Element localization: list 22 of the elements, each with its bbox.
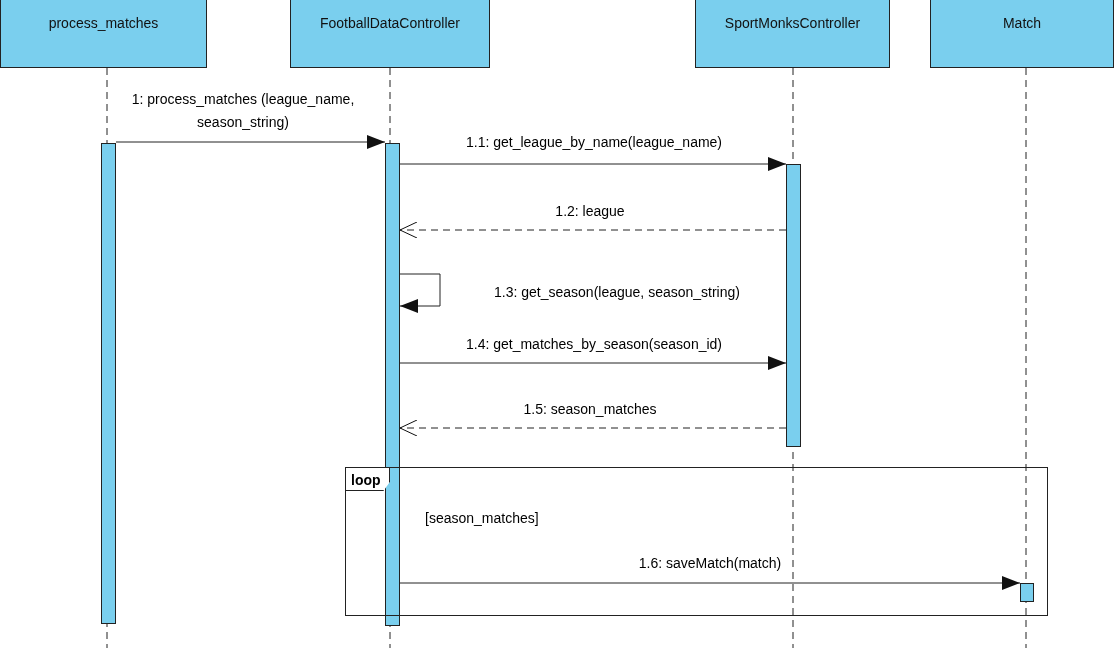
lifeline-name: process_matches — [48, 15, 159, 32]
guard-condition: [season_matches] — [425, 510, 539, 527]
lifeline-name: Match — [1002, 15, 1042, 32]
message-arrow — [115, 135, 386, 149]
lifeline-head — [695, 0, 890, 68]
return-message-arrow — [399, 221, 787, 239]
activation-bar — [385, 143, 400, 626]
lifeline-head — [930, 0, 1114, 68]
lifeline-name: SportMonksController — [724, 15, 861, 32]
activation-bar — [786, 164, 801, 447]
message-arrow — [399, 273, 441, 313]
message-arrow — [399, 576, 1021, 590]
return-message-arrow — [399, 419, 787, 437]
lifeline-head — [290, 0, 490, 68]
lifeline-name: FootballDataController — [319, 15, 461, 32]
message-arrow — [399, 157, 787, 171]
activation-bar — [101, 143, 116, 624]
activation-bar — [1020, 583, 1034, 602]
loop-frame — [345, 467, 1048, 616]
loop-keyword: loop — [351, 472, 381, 488]
lifeline-head — [0, 0, 207, 68]
message-arrow — [399, 356, 787, 370]
